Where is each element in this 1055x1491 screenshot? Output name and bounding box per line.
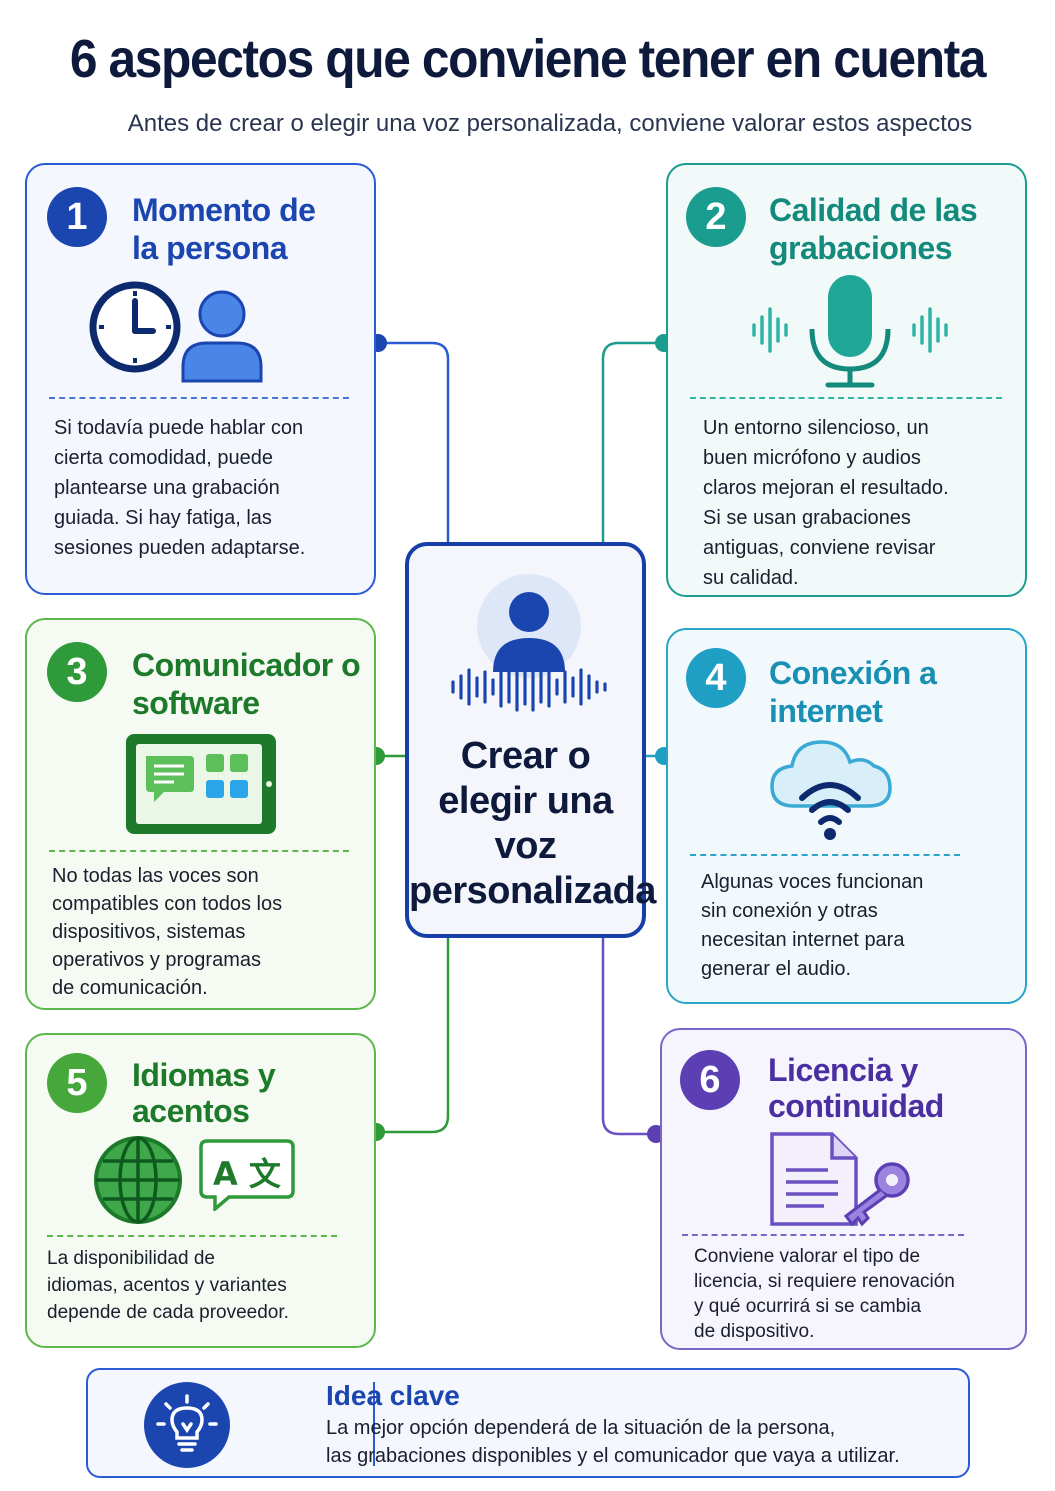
card-body-line: La disponibilidad de	[47, 1248, 215, 1269]
center-label: Crear o elegir una voz personalizada	[409, 734, 656, 914]
document-key-icon	[770, 1132, 910, 1227]
card-body-line: antiguas, conviene revisar	[703, 537, 936, 559]
card-title-line: Conexión a	[769, 655, 937, 691]
card-body-line: compatibles con todos los	[52, 893, 283, 915]
card-title-line: Idiomas y	[132, 1057, 276, 1093]
card-body-line: Conviene valorar el tipo de	[694, 1246, 921, 1267]
card-number: 4	[686, 648, 746, 708]
card-body-line: idiomas, acentos y variantes	[47, 1275, 287, 1296]
card-body: La disponibilidad de idiomas, acentos y …	[47, 1245, 289, 1326]
card-divider	[682, 1234, 964, 1236]
card-body-line: sin conexión y otras	[701, 900, 878, 922]
card-title-line: la persona	[132, 230, 288, 266]
translate-glyph: A 文	[213, 1155, 281, 1193]
card-body: Conviene valorar el tipo de licencia, si…	[694, 1244, 955, 1344]
page-subtitle: Antes de crear o elegir una voz personal…	[127, 110, 973, 137]
card-divider	[47, 1235, 337, 1237]
translate-icon	[199, 1139, 295, 1211]
card-number: 1	[47, 187, 107, 247]
card-body-line: plantearse una grabación	[54, 477, 280, 499]
card-body-line: depende de cada proveedor.	[47, 1302, 289, 1323]
card-body-line: claros mejoran el resultado.	[703, 477, 949, 499]
card-title: Conexión a internet	[769, 654, 937, 730]
card-title: Licencia y continuidad	[768, 1052, 944, 1124]
lightbulb-icon	[144, 1382, 230, 1468]
card-momento-persona: 1 Momento de la persona Si todavía puede…	[25, 163, 376, 595]
card-title-line: grabaciones	[769, 230, 953, 266]
card-comunicador-software: 3 Comunicador o software No todas las vo…	[25, 618, 376, 1010]
card-divider	[690, 854, 960, 856]
center-label-line: personalizada	[409, 870, 656, 912]
card-divider	[49, 850, 349, 852]
card-licencia-continuidad: 6 Licencia y continuidad Conviene valora…	[660, 1028, 1027, 1350]
card-body-line: Si todavía puede hablar con	[54, 417, 304, 439]
page-title: 6 aspectos que conviene tener en cuenta	[69, 29, 987, 89]
card-body: Si todavía puede hablar con cierta comod…	[54, 413, 305, 563]
microphone-icon	[752, 275, 948, 388]
key-idea-box: Idea clave La mejor opción dependerá de …	[86, 1368, 970, 1478]
card-conexion-internet: 4 Conexión a internet Algunas voces func…	[666, 628, 1027, 1004]
key-divider	[373, 1382, 375, 1466]
card-body-line: necesitan internet para	[701, 929, 905, 951]
card-body-line: Un entorno silencioso, un	[703, 417, 929, 439]
center-label-line: voz	[494, 825, 557, 867]
card-body-line: cierta comodidad, puede	[54, 447, 274, 469]
card-number: 6	[680, 1050, 740, 1110]
card-title-line: Calidad de las	[769, 192, 978, 228]
card-idiomas-acentos: 5 Idiomas y acentos A 文 La disponibilida…	[25, 1033, 376, 1348]
key-text-line: La mejor opción dependerá de la situació…	[326, 1417, 836, 1439]
card-number: 5	[47, 1053, 107, 1113]
card-body-line: generar el audio.	[701, 958, 852, 980]
card-body-line: Algunas voces funcionan	[701, 871, 924, 893]
card-title: Idiomas y acentos	[132, 1057, 276, 1129]
card-title: Comunicador o software	[132, 646, 361, 722]
card-title-line: software	[132, 685, 260, 721]
voice-person-icon	[451, 574, 607, 712]
card-body-line: operativos y programas	[52, 949, 261, 971]
card-divider	[690, 397, 1002, 399]
card-body-line: de dispositivo.	[694, 1321, 815, 1342]
card-body-line: No todas las voces son	[52, 865, 259, 887]
card-number: 3	[47, 642, 107, 702]
tablet-icon	[126, 734, 276, 834]
card-title-line: Licencia y	[768, 1052, 918, 1088]
center-card: Crear o elegir una voz personalizada	[405, 542, 656, 938]
card-body: No todas las voces son compatibles con t…	[52, 862, 282, 1002]
key-title: Idea clave	[326, 1380, 460, 1411]
card-body-line: licencia, si requiere renovación	[694, 1271, 955, 1292]
card-title: Momento de la persona	[132, 191, 316, 267]
center-label-line: Crear o	[460, 735, 591, 777]
card-title-line: acentos	[132, 1093, 250, 1129]
card-number: 2	[686, 187, 746, 247]
card-divider	[49, 397, 349, 399]
card-title: Calidad de las grabaciones	[769, 191, 978, 267]
card-body: Algunas voces funcionan sin conexión y o…	[701, 868, 923, 984]
card-body-line: Si se usan grabaciones	[703, 507, 911, 529]
card-body: Un entorno silencioso, un buen micrófono…	[703, 413, 949, 593]
card-body-line: guiada. Si hay fatiga, las	[54, 507, 272, 529]
card-body-line: de comunicación.	[52, 977, 208, 999]
cloud-wifi-icon	[770, 740, 892, 840]
card-body-line: sesiones pueden adaptarse.	[54, 537, 306, 559]
card-title-line: Comunicador o	[132, 647, 361, 683]
card-body-line: y qué ocurrirá si se cambia	[694, 1296, 922, 1317]
card-body-line: buen micrófono y audios	[703, 447, 921, 469]
globe-icon	[94, 1136, 182, 1224]
card-title-line: internet	[769, 693, 883, 729]
card-body-line: su calidad.	[703, 567, 799, 589]
card-title-line: Momento de	[132, 192, 316, 228]
card-body-line: dispositivos, sistemas	[52, 921, 246, 943]
key-text: La mejor opción dependerá de la situació…	[326, 1414, 900, 1470]
card-title-line: continuidad	[768, 1088, 944, 1124]
card-calidad-grabaciones: 2 Calidad de las grabaciones Un entorno …	[666, 163, 1027, 597]
key-text-line: las grabaciones disponibles y el comunic…	[326, 1445, 900, 1467]
clock-icon	[89, 281, 181, 373]
center-label-line: elegir una	[438, 780, 613, 822]
person-icon	[181, 290, 263, 383]
